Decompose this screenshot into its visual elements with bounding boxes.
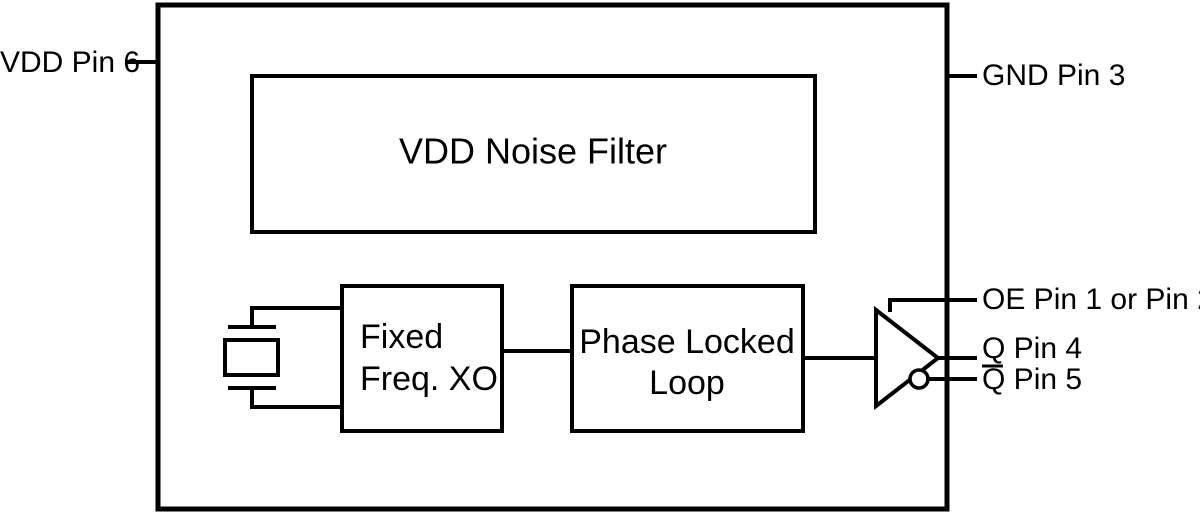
fixed-freq-xo-block — [340, 284, 504, 433]
qbar-pin-label: Q Pin 5 — [982, 363, 1082, 396]
vdd-pin-label: VDD Pin 6 — [0, 46, 140, 79]
gnd-pin-label: GND Pin 3 — [982, 59, 1125, 92]
oe-pin-label: OE Pin 1 or Pin 2 — [982, 283, 1200, 316]
buffer-inversion-bubble — [908, 368, 930, 390]
vdd-noise-filter-label: VDD Noise Filter — [399, 131, 667, 172]
q-pin-label: Q Pin 4 — [982, 332, 1082, 365]
device-outline-frame — [155, 2, 950, 512]
fixed-freq-xo-label-line2: Freq. XO — [360, 360, 498, 398]
phase-locked-loop-label-line2: Loop — [649, 364, 725, 402]
qbar-rest: Pin 5 — [1005, 363, 1082, 396]
oe-enable-wire — [888, 298, 977, 312]
output-buffer-triangle — [874, 305, 942, 411]
vdd-noise-filter-block — [250, 74, 817, 234]
crystal-body — [223, 338, 280, 377]
qbar-symbol: Q — [982, 363, 1005, 396]
crystal-top-lead — [250, 306, 344, 329]
crystal-bottom-lead — [250, 386, 344, 409]
phase-locked-loop-label-line1: Phase Locked — [579, 323, 795, 361]
phase-locked-loop-block — [570, 284, 805, 433]
fixed-freq-xo-label-line1: Fixed — [360, 318, 443, 356]
